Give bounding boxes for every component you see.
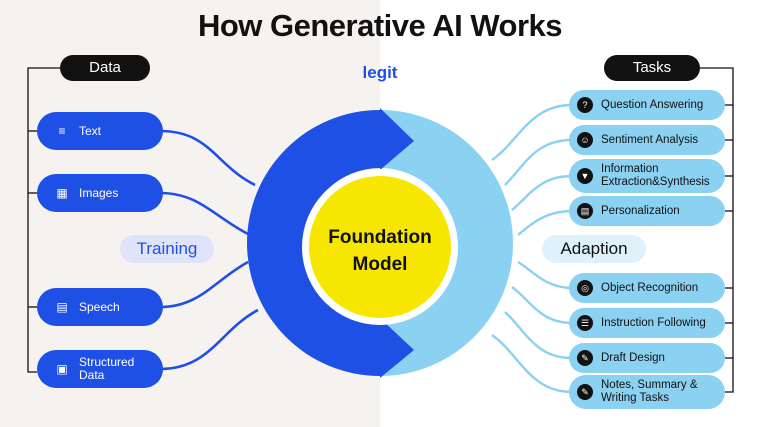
checklist-icon: ☰ — [577, 315, 593, 331]
question-bubble-icon: ? — [577, 97, 593, 113]
foundation-model-core — [309, 176, 451, 318]
data-item-structured-data: ▣ Structured Data — [37, 350, 163, 388]
data-item-images: ▦ Images — [37, 174, 163, 212]
task-item-label: Personalization — [601, 204, 680, 217]
notes-icon: ✎ — [577, 384, 593, 400]
task-item-label: Notes, Summary & Writing Tasks — [601, 379, 698, 404]
tasks-bracket-line — [700, 67, 734, 393]
pen-icon: ✎ — [577, 350, 593, 366]
image-icon: ▦ — [56, 186, 68, 200]
adaption-label: Adaption — [542, 235, 646, 263]
task-item-label: Instruction Following — [601, 316, 706, 329]
data-bracket-line — [27, 67, 60, 373]
foundation-model-label: Foundation Model — [300, 224, 460, 278]
data-item-label: Images — [79, 185, 119, 200]
adaption-arc — [380, 110, 513, 376]
data-item-text: ≡ Text — [37, 112, 163, 150]
task-item-object-recognition: ◎ Object Recognition — [569, 273, 725, 303]
id-card-icon: ▤ — [577, 203, 593, 219]
data-item-label: Structured Data — [79, 355, 135, 382]
training-label: Training — [120, 235, 214, 263]
logo: legit — [362, 63, 398, 82]
task-item-label: Information Extraction&Synthesis — [601, 163, 710, 188]
data-item-label: Text — [79, 123, 102, 138]
target-icon: ◎ — [577, 280, 593, 296]
top-arrow-icon — [380, 108, 414, 170]
task-item-information-extraction: ▼ Information Extraction&Synthesis — [569, 159, 725, 193]
text-lines-icon: ≡ — [58, 124, 66, 138]
page-title: How Generative AI Works — [197, 8, 563, 43]
tasks-header: Tasks — [604, 55, 700, 81]
data-item-speech: ▤ Speech — [37, 288, 163, 326]
center-line-2: Model — [352, 254, 408, 275]
task-item-label: Object Recognition — [601, 281, 699, 294]
task-connectors — [491, 103, 573, 394]
task-item-label: Sentiment Analysis — [601, 133, 699, 146]
data-item-label: Speech — [79, 299, 120, 314]
task-item-draft-design: ✎ Draft Design — [569, 343, 725, 373]
data-header: Data — [60, 55, 150, 81]
task-item-label: Draft Design — [601, 351, 665, 364]
task-item-sentiment-analysis: ☺ Sentiment Analysis — [569, 125, 725, 155]
task-item-notes-summary: ✎ Notes, Summary & Writing Tasks — [569, 375, 725, 409]
task-item-personalization: ▤ Personalization — [569, 196, 725, 226]
funnel-icon: ▼ — [577, 168, 593, 184]
sentiment-icon: ☺ — [577, 132, 593, 148]
bottom-arrow-icon — [380, 318, 414, 378]
task-item-instruction-following: ☰ Instruction Following — [569, 308, 725, 338]
database-icon: ▣ — [56, 362, 68, 376]
data-connectors — [159, 129, 259, 371]
center-line-1: Foundation — [328, 227, 432, 248]
task-item-question-answering: ? Question Answering — [569, 90, 725, 120]
task-item-label: Question Answering — [601, 98, 704, 111]
training-arc — [247, 110, 380, 376]
speech-bubble-icon: ▤ — [56, 300, 68, 314]
